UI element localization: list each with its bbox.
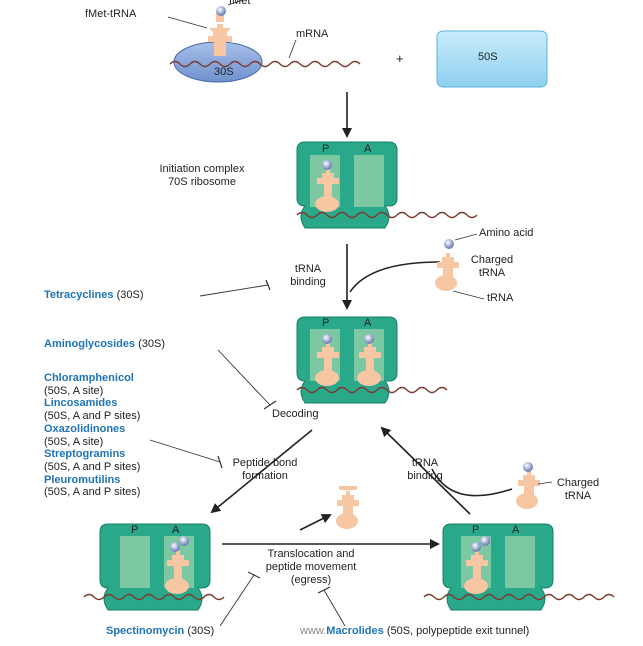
- mrna-strand-top: [169, 60, 361, 68]
- tetracyclines-label: Tetracyclines (30S): [44, 289, 144, 301]
- right-site-p-label: P: [472, 524, 480, 536]
- mrna-strand-decoding: [296, 386, 448, 394]
- drug-note: (50S, A site): [44, 384, 104, 397]
- mrna-strand-left: [83, 593, 225, 601]
- left-site-a-label: A: [172, 524, 180, 536]
- subunit-30s-label: 30S: [214, 66, 234, 78]
- subunit-50s-label: 50S: [478, 51, 498, 63]
- released-trna-icon: [336, 486, 359, 529]
- mrna-label: mRNA: [296, 28, 329, 40]
- amino-acid-label: Amino acid: [479, 227, 534, 239]
- fmet-trna-icon: [208, 6, 232, 56]
- fmet-label: fMet: [229, 0, 251, 7]
- drug-name: Oxazolidinones: [44, 422, 126, 435]
- drug-note: (50S, A and P sites): [44, 486, 141, 499]
- drug-note: (50S, A site): [44, 435, 104, 448]
- macrolides-label: www.Macrolides (50S, polypeptide exit tu…: [300, 625, 530, 637]
- spectinomycin-label: Spectinomycin (30S): [106, 625, 215, 637]
- mrna-strand-right: [423, 593, 615, 601]
- drug-name: Chloramphenicol: [44, 372, 134, 384]
- charged-trna-icon: [435, 239, 459, 291]
- initiation-complex-ribosome: [296, 141, 398, 229]
- drug-note: (50S, A and P sites): [44, 460, 141, 473]
- site-p-label: P: [322, 143, 330, 155]
- plus-sign: +: [396, 51, 404, 66]
- decoding-label: Decoding: [272, 408, 319, 420]
- drug-note: (50S, A and P sites): [44, 410, 141, 423]
- translocated-ribosome: [442, 523, 554, 611]
- drug-name: Lincosamides: [44, 397, 118, 410]
- aminoglycosides-label: Aminoglycosides (30S): [44, 338, 166, 350]
- decoding-site-a-label: A: [364, 317, 372, 329]
- trna-label: tRNA: [487, 292, 514, 304]
- drug-name: Streptogramins: [44, 448, 126, 461]
- peptide-bond-ribosome: [99, 523, 211, 611]
- peptidyl-transferase-inhibitor-list: Chloramphenicol (50S, A site) Lincosamid…: [44, 372, 140, 499]
- left-site-p-label: P: [131, 524, 139, 536]
- fmet-trna-label: fMet-tRNA: [85, 8, 137, 20]
- drug-name: Pleuromutilins: [44, 473, 121, 486]
- right-site-a-label: A: [512, 524, 520, 536]
- site-a-label: A: [364, 143, 372, 155]
- charged-trna-icon-2: [516, 462, 540, 509]
- mrna-strand-initiation: [296, 211, 478, 219]
- large-subunit-50s: [436, 30, 548, 88]
- decoding-site-p-label: P: [322, 317, 330, 329]
- decoding-ribosome: [296, 316, 398, 404]
